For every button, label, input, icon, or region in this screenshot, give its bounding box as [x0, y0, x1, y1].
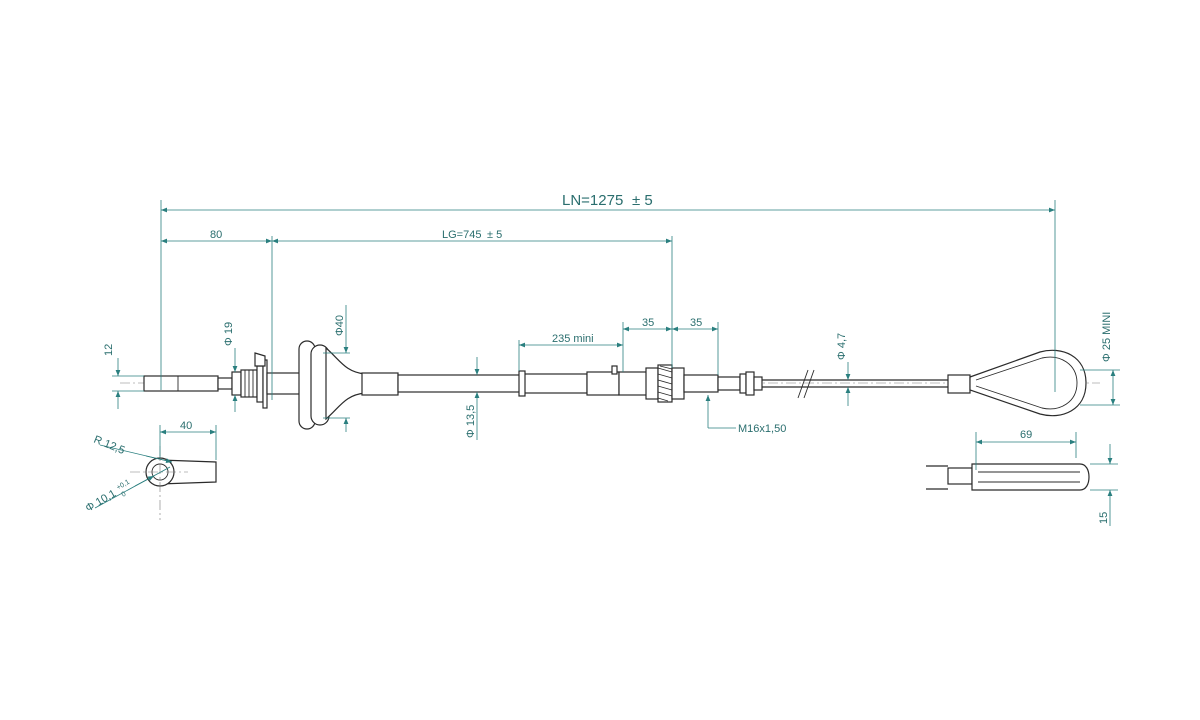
- dimension-sheath-length: 80 LG=745 ± 5: [161, 229, 673, 400]
- rubber-boot: [298, 340, 366, 430]
- eye-thickness-label: 15: [1098, 512, 1110, 524]
- overall-length-label: LN=1275: [562, 192, 623, 209]
- dimension-rod-height: 12: [103, 344, 144, 409]
- dimension-eye-length: 69: [975, 429, 1077, 470]
- dimension-eye-diameter: Φ 25 MINI: [1080, 312, 1120, 406]
- thread-label: M16x1,50: [738, 423, 786, 435]
- overall-length-tolerance: ± 5: [632, 192, 653, 209]
- eye-length-label: 69: [1020, 429, 1032, 441]
- eye-diameter-label: Φ 25 MINI: [1101, 312, 1113, 362]
- rod-end-detail-view: [130, 446, 217, 520]
- eye-side-view: [926, 463, 1090, 491]
- hole-diameter-label: Φ 10,1: [84, 488, 119, 515]
- adjuster-assembly: [518, 364, 763, 403]
- dimension-hole-diameter: Φ 10,1 +0,1 0: [84, 466, 171, 515]
- dimension-boot-diameter: Φ40: [323, 305, 350, 432]
- radius-label: R 12,5: [92, 434, 127, 457]
- adjuster-right-label: 35: [690, 317, 702, 329]
- adjuster-left-label: 35: [642, 317, 654, 329]
- hole-tol-lower: 0: [121, 491, 128, 499]
- stroke-min-label: 235 mini: [552, 333, 594, 345]
- dimension-overall-length: LN=1275 ± 5: [160, 192, 1056, 392]
- dimension-sheath-diameter: Φ 13,5: [465, 357, 480, 440]
- inner-cable: [762, 369, 948, 399]
- dimension-eye-thickness: 15: [1090, 444, 1118, 526]
- sheath-length-tolerance: ± 5: [487, 229, 502, 241]
- boot-diameter-label: Φ40: [334, 315, 346, 336]
- mounting-plate: [254, 352, 268, 409]
- sheath-diameter-label: Φ 13,5: [465, 405, 477, 438]
- end-offset-label: 80: [210, 229, 222, 241]
- dimension-rod-end-length: 40: [159, 420, 217, 460]
- rod-height-label: 12: [103, 344, 115, 356]
- thread-callout: M16x1,50: [705, 395, 786, 435]
- dimension-cable-diameter: Φ 4,7: [836, 333, 851, 406]
- cable-sheath: [397, 374, 522, 393]
- rod-end-length-label: 40: [180, 420, 192, 432]
- thimble-eye: [947, 349, 1087, 417]
- dimension-adjuster: 235 mini 35 35: [518, 317, 719, 375]
- dimension-nut-diameter: Φ 19: [223, 322, 238, 412]
- cable-diameter-label: Φ 4,7: [836, 333, 848, 360]
- rod-end: [143, 369, 258, 398]
- sheath-length-label: LG=745: [442, 229, 481, 241]
- sheath-ferrule: [361, 372, 399, 396]
- nut-diameter-label: Φ 19: [223, 322, 235, 346]
